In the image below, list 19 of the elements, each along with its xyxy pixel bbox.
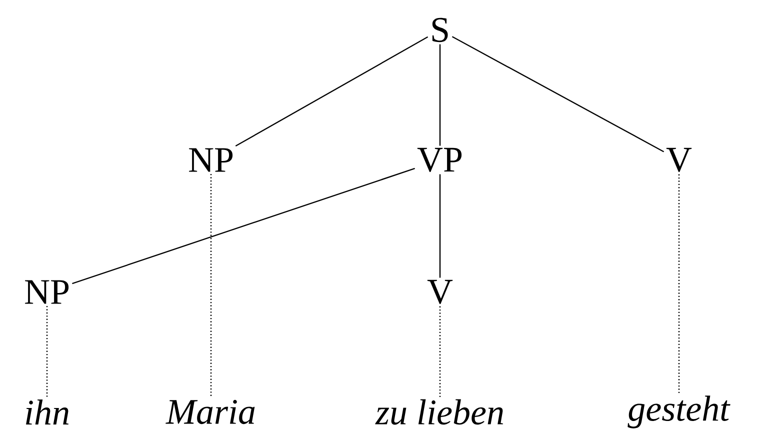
word-label: ihn [26, 400, 69, 424]
dotted-line [210, 174, 212, 398]
category-label: V [427, 280, 453, 304]
word-label: gesteht [628, 396, 730, 428]
tree-branch [439, 174, 441, 278]
category-label: S [432, 18, 448, 42]
word-label: Maria [166, 400, 255, 424]
dotted-line [439, 306, 441, 398]
tree-branch [452, 36, 664, 152]
category-label: VP [417, 148, 462, 172]
tree-branch [72, 168, 415, 284]
category-label: NP [189, 148, 233, 172]
tree-branch [439, 44, 441, 146]
tree-branch [235, 36, 428, 147]
dotted-line [46, 306, 48, 398]
word-label: zu lieben [375, 399, 503, 425]
category-label: NP [25, 280, 69, 304]
dotted-line [678, 174, 680, 394]
category-label: V [666, 148, 692, 172]
